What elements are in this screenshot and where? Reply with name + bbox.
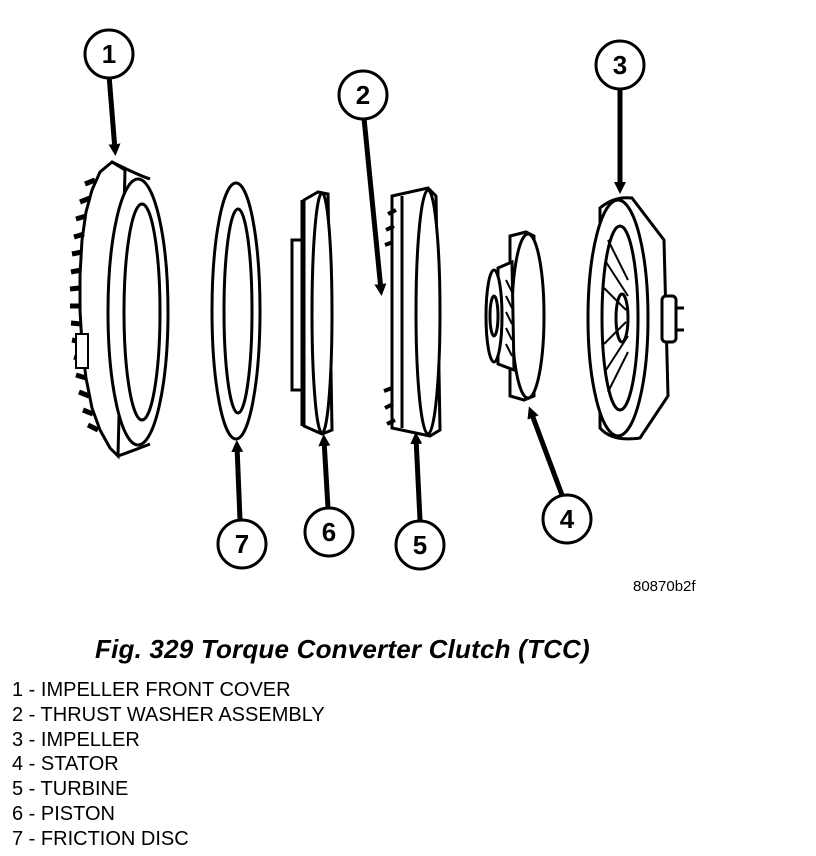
callout-circle-1: [83, 28, 135, 80]
legend-item: 5 - TURBINE: [12, 778, 129, 801]
callout-circle-7: [216, 518, 268, 570]
callout-number-4: 4: [560, 504, 575, 534]
callout-number-1: 1: [102, 39, 116, 69]
callout-circle-5: [394, 519, 446, 571]
exploded-view-diagram: 1 2 3 4 5 6 7: [69, 28, 684, 571]
callout-number-2: 2: [356, 80, 370, 110]
figure-code: 80870b2f: [633, 578, 696, 595]
arrow-2: [361, 117, 387, 296]
legend-item: 7 - FRICTION DISC: [12, 827, 189, 850]
legend-item: 2 - THRUST WASHER ASSEMBLY: [12, 703, 325, 726]
legend-item: 4 - STATOR: [12, 753, 119, 776]
impeller-part: [586, 196, 684, 441]
turbine-part: [383, 186, 442, 438]
callout-circle-3: [594, 39, 646, 91]
piston-part: [290, 190, 334, 436]
stator-part: [484, 230, 546, 402]
impeller-front-cover-part: [69, 160, 170, 460]
figure-caption: Fig. 329 Torque Converter Clutch (TCC): [95, 634, 590, 664]
friction-disc-part: [210, 181, 262, 441]
legend-item: 1 - IMPELLER FRONT COVER: [12, 679, 291, 701]
callout-number-3: 3: [613, 50, 627, 80]
legend-item: 3 - IMPELLER: [12, 728, 140, 751]
callout-circle-4: [541, 493, 593, 545]
arrow-4: [527, 406, 565, 496]
parts-legend: 1 - IMPELLER FRONT COVER 2 - THRUST WASH…: [12, 678, 325, 852]
callout-arrows: [106, 74, 626, 521]
callout-circle-6: [303, 506, 355, 558]
callout-number-5: 5: [413, 530, 427, 560]
arrow-6: [318, 434, 331, 509]
arrow-7: [231, 440, 244, 521]
callout-number-6: 6: [322, 517, 336, 547]
arrow-1: [106, 74, 121, 156]
callout-circle-2: [337, 69, 389, 121]
arrow-5: [410, 432, 423, 521]
callout-number-7: 7: [235, 529, 249, 559]
legend-item: 6 - PISTON: [12, 802, 115, 825]
